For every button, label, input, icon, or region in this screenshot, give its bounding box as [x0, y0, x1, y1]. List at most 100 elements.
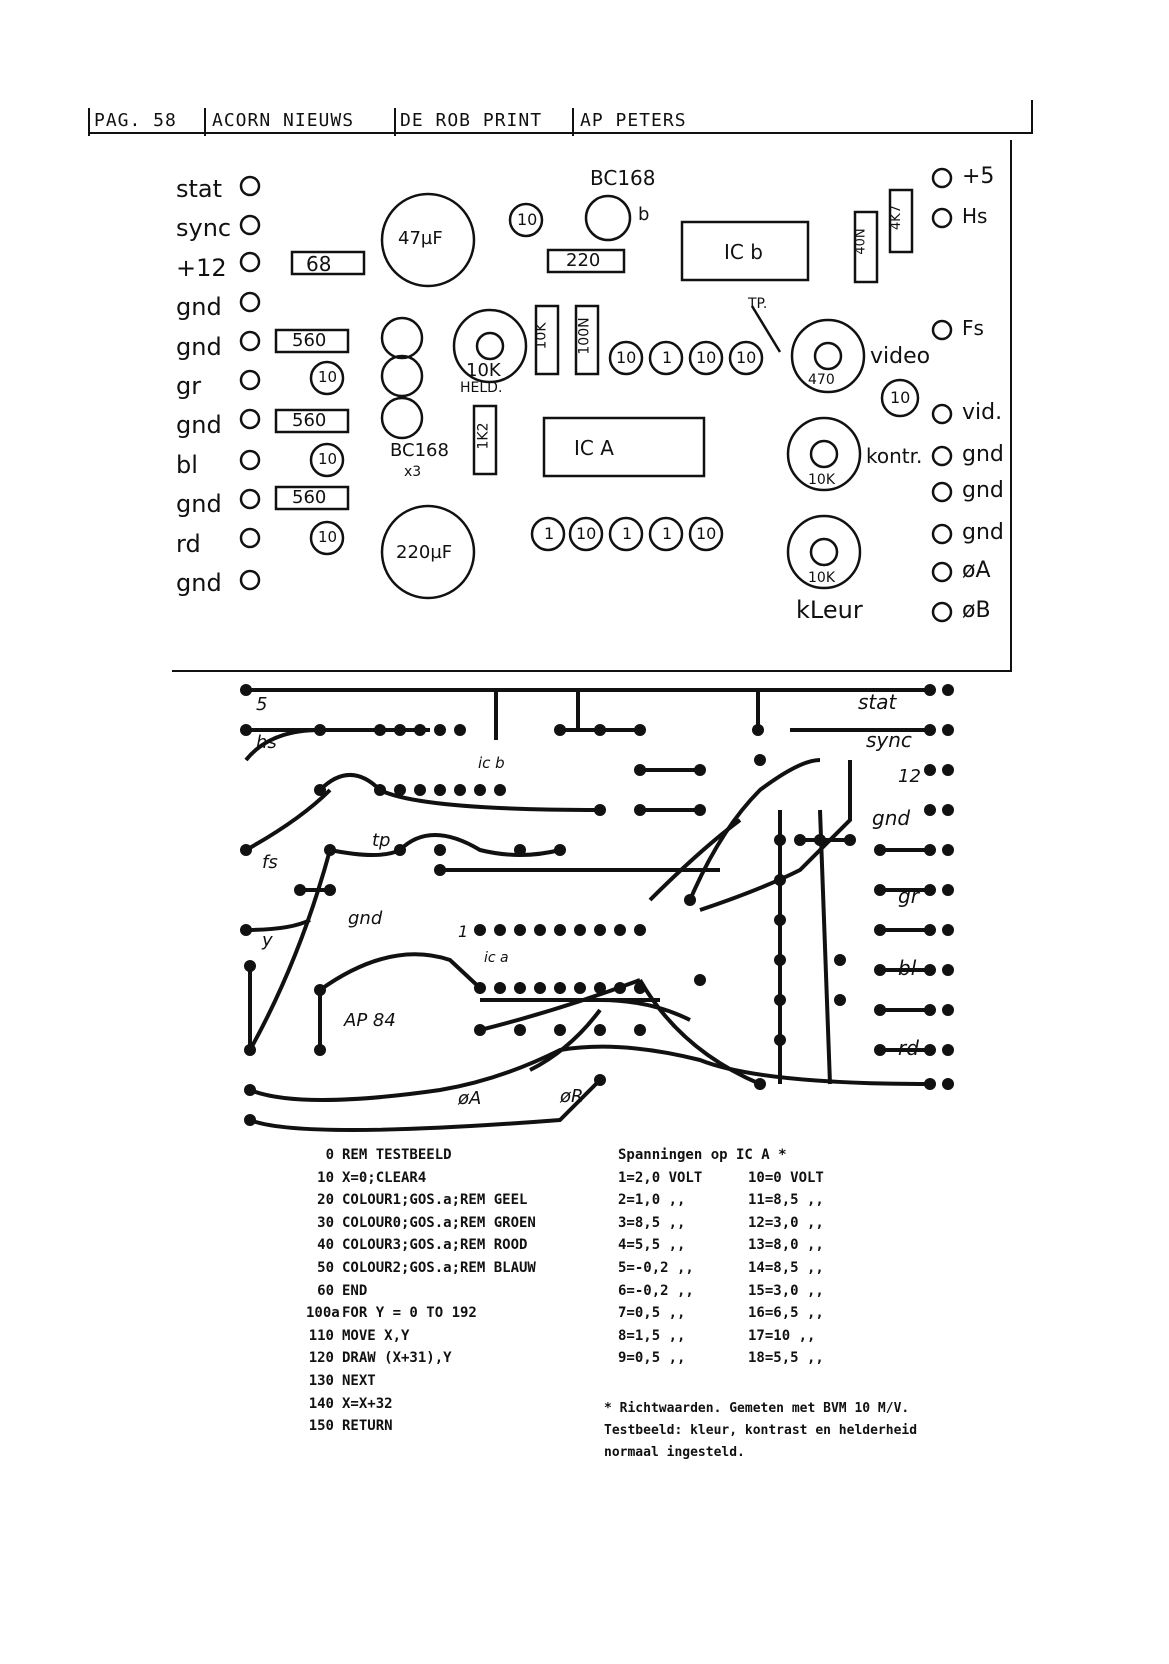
pin-label: stat	[176, 175, 223, 203]
voltage-row: 7=0,5 ,,16=6,5 ,,	[618, 1305, 824, 1322]
ic-b-outline	[680, 220, 810, 282]
capacitor-label: 10	[517, 210, 538, 229]
pin-label: øA	[962, 558, 991, 583]
capacitor-label: 1	[544, 524, 555, 543]
pin-label: øB	[962, 598, 991, 623]
potentiometer-wiper	[809, 537, 839, 567]
capacitor-10	[688, 516, 724, 552]
voltage-table-title: Spanningen op IC A *	[618, 1147, 787, 1163]
voltage-row: 4=5,5 ,,13=8,0 ,,	[618, 1237, 824, 1254]
track-label: ic a	[484, 950, 509, 966]
capacitor-1	[530, 516, 566, 552]
section-title: DE ROB PRINT	[400, 110, 543, 131]
resistor-label: 560	[292, 487, 327, 508]
capacitor-label: 10	[616, 348, 637, 367]
potentiometer-label: 10K	[808, 472, 835, 488]
resistor-10k	[534, 304, 560, 376]
transistor	[380, 396, 424, 440]
capacitor-label: 10	[318, 528, 338, 546]
track-label: stat	[858, 690, 897, 714]
capacitor-1	[648, 340, 684, 376]
video-label: video	[870, 344, 931, 369]
potentiometer-kontrast	[786, 416, 862, 492]
voltage-row: 3=8,5 ,,12=3,0 ,,	[618, 1214, 824, 1231]
capacitor-1	[648, 516, 684, 552]
pin-label: +12	[176, 253, 227, 282]
capacitor-10	[880, 378, 920, 418]
track-label: gr	[898, 884, 919, 908]
resistor-220	[546, 248, 626, 274]
resistor-560	[274, 485, 350, 511]
pin-label: gnd	[962, 442, 1004, 467]
potentiometer-kleur	[786, 514, 862, 590]
potentiometer-label: 470	[808, 372, 835, 388]
capacitor-label: 47µF	[398, 228, 443, 249]
resistor-560	[274, 408, 350, 434]
capacitor-label: 10	[696, 524, 717, 543]
resistor-label: 220	[566, 250, 601, 271]
potentiometer-caption: HELD.	[460, 380, 503, 396]
test-point-arrow	[750, 305, 782, 353]
pin-label: gnd	[176, 293, 222, 322]
transistor	[380, 316, 424, 360]
pin-label: gnd	[962, 478, 1004, 503]
capacitor-10	[309, 442, 345, 478]
capacitor-label: 10	[890, 388, 911, 407]
capacitor-10	[508, 202, 544, 238]
pin-label: gnd	[176, 411, 222, 440]
resistor-68	[290, 250, 366, 276]
potentiometer-wiper	[809, 439, 839, 469]
track-label: gnd	[348, 908, 383, 929]
potentiometer-wiper	[475, 331, 505, 361]
pin-label: rd	[176, 529, 201, 558]
pin-label: sync	[176, 214, 232, 243]
pin-label: bl	[176, 450, 198, 479]
track-label: 1	[458, 922, 469, 941]
capacitor-10	[568, 516, 604, 552]
capacitor-10	[309, 360, 345, 396]
header-divider	[88, 108, 90, 136]
capacitor-label: 100N	[576, 317, 593, 355]
potentiometer-label: 10K	[466, 360, 501, 381]
track-label: bl	[898, 956, 917, 980]
capacitor-label: 10	[318, 368, 338, 386]
pin-label: gnd	[176, 490, 222, 519]
capacitor-label: 1	[662, 524, 673, 543]
capacitor-10	[608, 340, 644, 376]
potentiometer-wiper	[813, 341, 843, 371]
track-label: ic b	[478, 754, 505, 772]
capacitor-47uf	[380, 192, 476, 288]
magazine-title: ACORN NIEUWS	[212, 110, 355, 131]
resistor-label: 560	[292, 330, 327, 351]
ic-label: IC b	[724, 240, 763, 264]
pin-label: gnd	[176, 332, 222, 361]
capacitor-label: 10	[736, 348, 757, 367]
page-header: PAG. 58 ACORN NIEUWS DE ROB PRINT AP PET…	[88, 100, 1033, 136]
capacitor-1	[608, 516, 644, 552]
track-label: øA	[458, 1088, 482, 1109]
track-label: 12	[898, 766, 921, 787]
header-divider	[204, 108, 206, 136]
resistor-label: 4K7	[889, 204, 905, 231]
voltage-row: 8=1,5 ,,17=10 ,,	[618, 1327, 816, 1344]
potentiometer-470	[790, 318, 866, 394]
capacitor-100n	[574, 304, 600, 376]
track-label: hs	[256, 732, 277, 753]
capacitor-label: 220µF	[396, 542, 453, 563]
left-pin-labels: stat sync +12 gnd gnd gr gnd bl gnd rd g…	[176, 170, 231, 603]
kontrast-label: kontr.	[866, 444, 923, 468]
capacitor-40n	[853, 210, 879, 284]
